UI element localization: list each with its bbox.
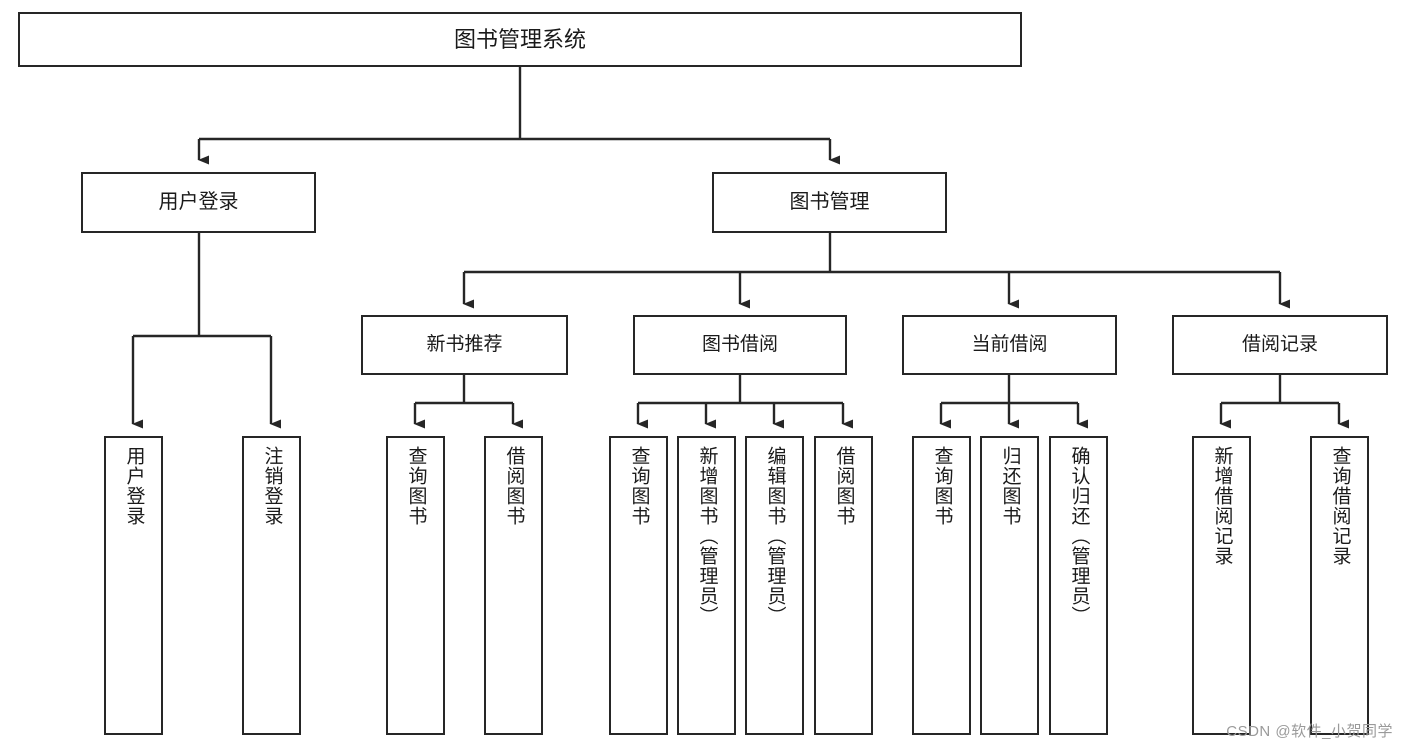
node-label: 查询借阅记录: [1329, 446, 1351, 566]
node-leaf-borrow-book-1[interactable]: 借阅图书: [484, 436, 543, 735]
node-label: 图书借阅: [701, 333, 778, 355]
node-label: 新增图书（管理员）: [696, 446, 718, 626]
node-leaf-query-book-1[interactable]: 查询图书: [386, 436, 445, 735]
node-leaf-borrow-book-2[interactable]: 借阅图书: [814, 436, 873, 735]
node-root-system[interactable]: 图书管理系统: [18, 12, 1022, 67]
node-leaf-edit-book[interactable]: 编辑图书（管理员）: [745, 436, 804, 735]
node-label: 编辑图书（管理员）: [764, 446, 786, 626]
node-label: 查询图书: [931, 446, 953, 526]
node-new-book-recommend[interactable]: 新书推荐: [361, 315, 568, 375]
node-leaf-add-record[interactable]: 新增借阅记录: [1192, 436, 1251, 735]
node-book-management[interactable]: 图书管理: [712, 172, 947, 233]
node-label: 新增借阅记录: [1211, 446, 1233, 566]
node-current-borrow[interactable]: 当前借阅: [902, 315, 1117, 375]
node-leaf-return-book[interactable]: 归还图书: [980, 436, 1039, 735]
node-user-login[interactable]: 用户登录: [81, 172, 316, 233]
node-label: 借阅记录: [1241, 333, 1318, 355]
node-leaf-add-book[interactable]: 新增图书（管理员）: [677, 436, 736, 735]
node-label: 当前借阅: [971, 333, 1048, 355]
node-label: 归还图书: [999, 446, 1021, 526]
node-borrow-record[interactable]: 借阅记录: [1172, 315, 1388, 375]
node-leaf-confirm-return[interactable]: 确认归还（管理员）: [1049, 436, 1108, 735]
node-book-borrow[interactable]: 图书借阅: [633, 315, 847, 375]
node-label: 新书推荐: [426, 333, 503, 355]
node-leaf-query-book-2[interactable]: 查询图书: [609, 436, 668, 735]
node-label: 图书管理: [789, 190, 870, 213]
node-leaf-query-record[interactable]: 查询借阅记录: [1310, 436, 1369, 735]
node-label: 用户登录: [123, 446, 145, 526]
node-leaf-logout-login[interactable]: 注销登录: [242, 436, 301, 735]
node-label: 注销登录: [261, 446, 283, 526]
node-label: 借阅图书: [503, 446, 525, 526]
node-label: 用户登录: [158, 190, 239, 213]
node-label: 查询图书: [405, 446, 427, 526]
node-label: 查询图书: [628, 446, 650, 526]
node-label: 图书管理系统: [453, 26, 586, 52]
node-leaf-user-login[interactable]: 用户登录: [104, 436, 163, 735]
node-leaf-query-book-3[interactable]: 查询图书: [912, 436, 971, 735]
node-label: 借阅图书: [833, 446, 855, 526]
node-label: 确认归还（管理员）: [1068, 446, 1090, 626]
